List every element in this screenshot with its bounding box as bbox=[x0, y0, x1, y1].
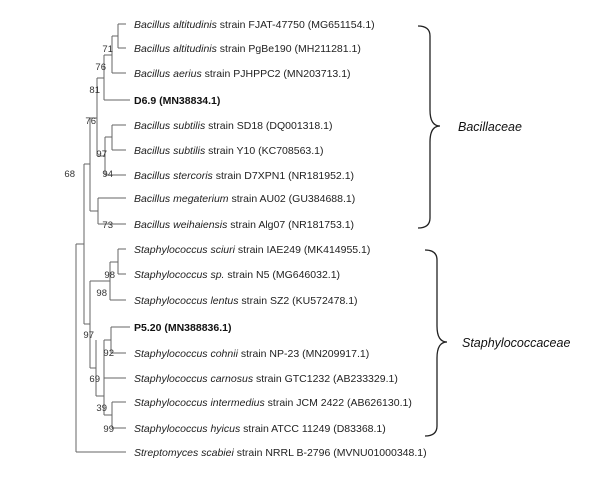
bootstrap-value: 76 bbox=[95, 62, 106, 73]
bootstrap-value: 99 bbox=[103, 424, 114, 435]
taxon-label: Staphylococcus hyicus strain ATCC 11249 … bbox=[134, 423, 386, 435]
taxon-label: Bacillus stercoris strain D7XPN1 (NR1819… bbox=[134, 170, 354, 182]
bootstrap-value: 97 bbox=[96, 149, 107, 160]
bootstrap-value: 76 bbox=[85, 116, 96, 127]
bootstrap-labels: 71 76 81 76 97 94 68 73 98 98 97 92 69 3… bbox=[64, 44, 115, 435]
curly-bracket bbox=[417, 25, 441, 229]
taxon-label: Bacillus megaterium strain AU02 (GU38468… bbox=[134, 193, 355, 205]
taxon-label-isolate: P5.20 (MN388836.1) bbox=[134, 322, 231, 334]
taxon-label: Bacillus subtilis strain SD18 (DQ001318.… bbox=[134, 120, 332, 132]
taxon-label-isolate: D6.9 (MN38834.1) bbox=[134, 95, 220, 107]
branch-outgroup bbox=[75, 244, 126, 453]
branch-megaterium bbox=[90, 197, 126, 225]
taxon-label: Staphylococcus intermedius strain JCM 24… bbox=[134, 397, 412, 409]
family-label-staphylococcaceae: Staphylococcaceae bbox=[462, 336, 570, 350]
branch-t3 bbox=[104, 36, 126, 74]
branch-clade-ab bbox=[90, 78, 98, 156]
branch-lentus bbox=[96, 262, 126, 301]
family-bracket-bacillaceae: Bacillaceae bbox=[417, 25, 522, 229]
tree-branches bbox=[75, 23, 130, 453]
bootstrap-value: 73 bbox=[102, 220, 113, 231]
taxon-label: Staphylococcus sciuri strain IAE249 (MK4… bbox=[134, 244, 370, 256]
family-bracket-staphylococcaceae: Staphylococcaceae bbox=[424, 249, 570, 437]
bootstrap-value: 69 bbox=[89, 374, 100, 385]
taxon-label: Bacillus aerius strain PJHPPC2 (MN203713… bbox=[134, 68, 351, 80]
taxon-label: Staphylococcus sp. strain N5 (MG646032.1… bbox=[134, 269, 340, 281]
bootstrap-value: 97 bbox=[83, 330, 94, 341]
taxon-label: Bacillus subtilis strain Y10 (KC708563.1… bbox=[134, 145, 324, 157]
taxon-label: Staphylococcus carnosus strain GTC1232 (… bbox=[134, 373, 398, 385]
bootstrap-value: 98 bbox=[96, 288, 107, 299]
branch-sciuri bbox=[110, 248, 126, 275]
branch-staph-root bbox=[84, 280, 96, 368]
branch-p520 bbox=[104, 326, 130, 354]
taxon-labels: Bacillus altitudinis strain FJAT-47750 (… bbox=[134, 19, 427, 459]
branch-ingroup bbox=[76, 164, 85, 324]
family-label-bacillaceae: Bacillaceae bbox=[458, 120, 522, 134]
bootstrap-value: 94 bbox=[102, 169, 113, 180]
branch-t1 bbox=[112, 23, 126, 48]
bootstrap-value: 39 bbox=[96, 403, 107, 414]
taxon-label-outgroup: Streptomyces scabiei strain NRRL B-2796 … bbox=[134, 447, 427, 459]
branch-t7 bbox=[97, 137, 126, 176]
branch-intermedius bbox=[104, 401, 126, 429]
bootstrap-value: 81 bbox=[89, 85, 100, 96]
taxon-label: Bacillus altitudinis strain FJAT-47750 (… bbox=[134, 19, 375, 31]
bootstrap-value: 71 bbox=[102, 44, 113, 55]
bootstrap-value: 68 bbox=[64, 169, 75, 180]
curly-bracket bbox=[424, 249, 448, 437]
branch-bacillus-root bbox=[84, 118, 91, 211]
taxon-label: Staphylococcus lentus strain SZ2 (KU5724… bbox=[134, 295, 358, 307]
branch-cohnii-group bbox=[90, 340, 105, 396]
taxon-label: Bacillus altitudinis strain PgBe190 (MH2… bbox=[134, 43, 361, 55]
branch-t4 bbox=[97, 55, 130, 101]
bootstrap-value: 98 bbox=[104, 270, 115, 281]
taxon-label: Staphylococcus cohnii strain NP-23 (MN20… bbox=[134, 348, 369, 360]
branch-subtilis bbox=[105, 124, 126, 151]
taxon-label: Bacillus weihaiensis strain Alg07 (NR181… bbox=[134, 219, 354, 231]
bootstrap-value: 92 bbox=[103, 348, 114, 359]
